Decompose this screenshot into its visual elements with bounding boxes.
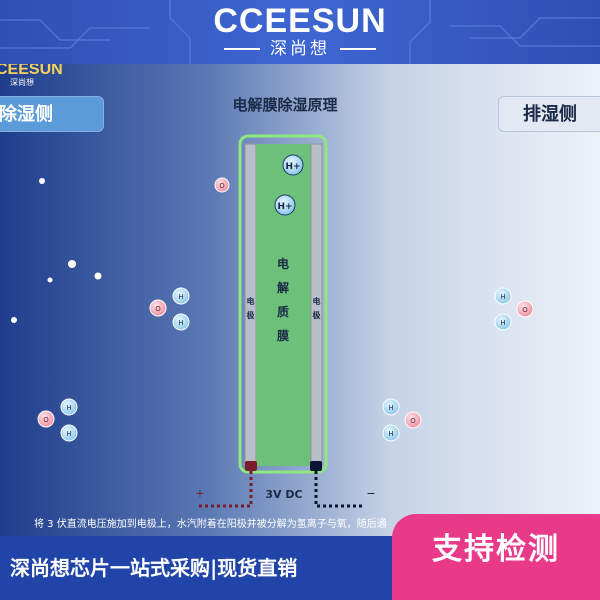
- svg-text:O: O: [522, 306, 528, 314]
- footer-slogan: 深尚想芯片一站式采购|现货直销: [10, 556, 298, 580]
- electrolyte-char-2: 解: [277, 280, 289, 295]
- water-molecule-left-1: O H H: [149, 287, 190, 331]
- svg-text:H+: H+: [285, 162, 300, 172]
- plus-sign: +: [195, 487, 204, 500]
- proton-1: H+: [282, 154, 304, 176]
- voltage-label: 3V DC: [265, 488, 302, 501]
- corner-logo: CEESUN: [0, 64, 63, 78]
- cathode-char-1: 电: [313, 296, 321, 306]
- electrolyte-char-4: 膜: [277, 328, 289, 343]
- anode-terminal: [245, 461, 257, 471]
- svg-text:H: H: [388, 430, 393, 438]
- svg-text:O: O: [155, 305, 161, 313]
- diagram-title: 电解膜除湿原理: [232, 96, 338, 114]
- cathode-wire: [314, 471, 362, 508]
- svg-text:H+: H+: [277, 202, 292, 212]
- svg-text:O: O: [410, 417, 416, 425]
- cathode-char-2: 极: [313, 310, 321, 320]
- water-molecule-right-1: O H H: [494, 287, 534, 331]
- anode-char-1: 电: [247, 296, 255, 306]
- testing-badge: 支持检测: [392, 514, 600, 600]
- svg-text:O: O: [219, 182, 225, 190]
- water-molecule-left-2: O H H: [37, 398, 78, 442]
- water-molecule-right-2: O H H: [382, 398, 422, 442]
- svg-text:H: H: [500, 319, 505, 327]
- water-droplets: [11, 178, 102, 323]
- exhaust-side-label: 排湿侧: [498, 96, 600, 132]
- corner-logo-subtitle: 深尚想: [10, 78, 34, 87]
- proton-2: H+: [274, 194, 296, 216]
- membrane-diagram: 电 解 质 膜 电 极 电 极 H+ H+ O: [11, 134, 534, 508]
- minus-sign: −: [366, 487, 375, 500]
- brand-subtitle: 深尚想: [0, 39, 600, 59]
- free-oxygen-atom: O: [214, 177, 230, 193]
- dehumidify-side-label: 除湿侧: [0, 96, 104, 132]
- brand-logo: CCEESUN: [213, 2, 387, 40]
- testing-badge-label: 支持检测: [432, 532, 560, 567]
- membrane-outline: [238, 134, 328, 474]
- svg-text:H: H: [66, 430, 71, 438]
- electrolyte-char-3: 质: [277, 304, 289, 319]
- svg-text:H: H: [66, 404, 71, 412]
- top-banner: CCEESUN 深尚想: [0, 0, 600, 64]
- svg-text:H: H: [178, 319, 183, 327]
- svg-text:H: H: [500, 293, 505, 301]
- svg-text:O: O: [43, 416, 49, 424]
- svg-text:H: H: [388, 404, 393, 412]
- diagram-caption: 将 3 伏直流电压施加到电极上，水汽附着在阳极并被分解为氢离子与氧，随后通: [34, 519, 387, 530]
- anode-char-2: 极: [247, 310, 255, 320]
- svg-text:H: H: [178, 293, 183, 301]
- electrolyte-char-1: 电: [277, 256, 289, 271]
- cathode-terminal: [310, 461, 322, 471]
- diagram-scene: CEESUN 深尚想 除湿侧 排湿侧 电解膜除湿原理 电 解 质 膜 电 极: [0, 64, 600, 536]
